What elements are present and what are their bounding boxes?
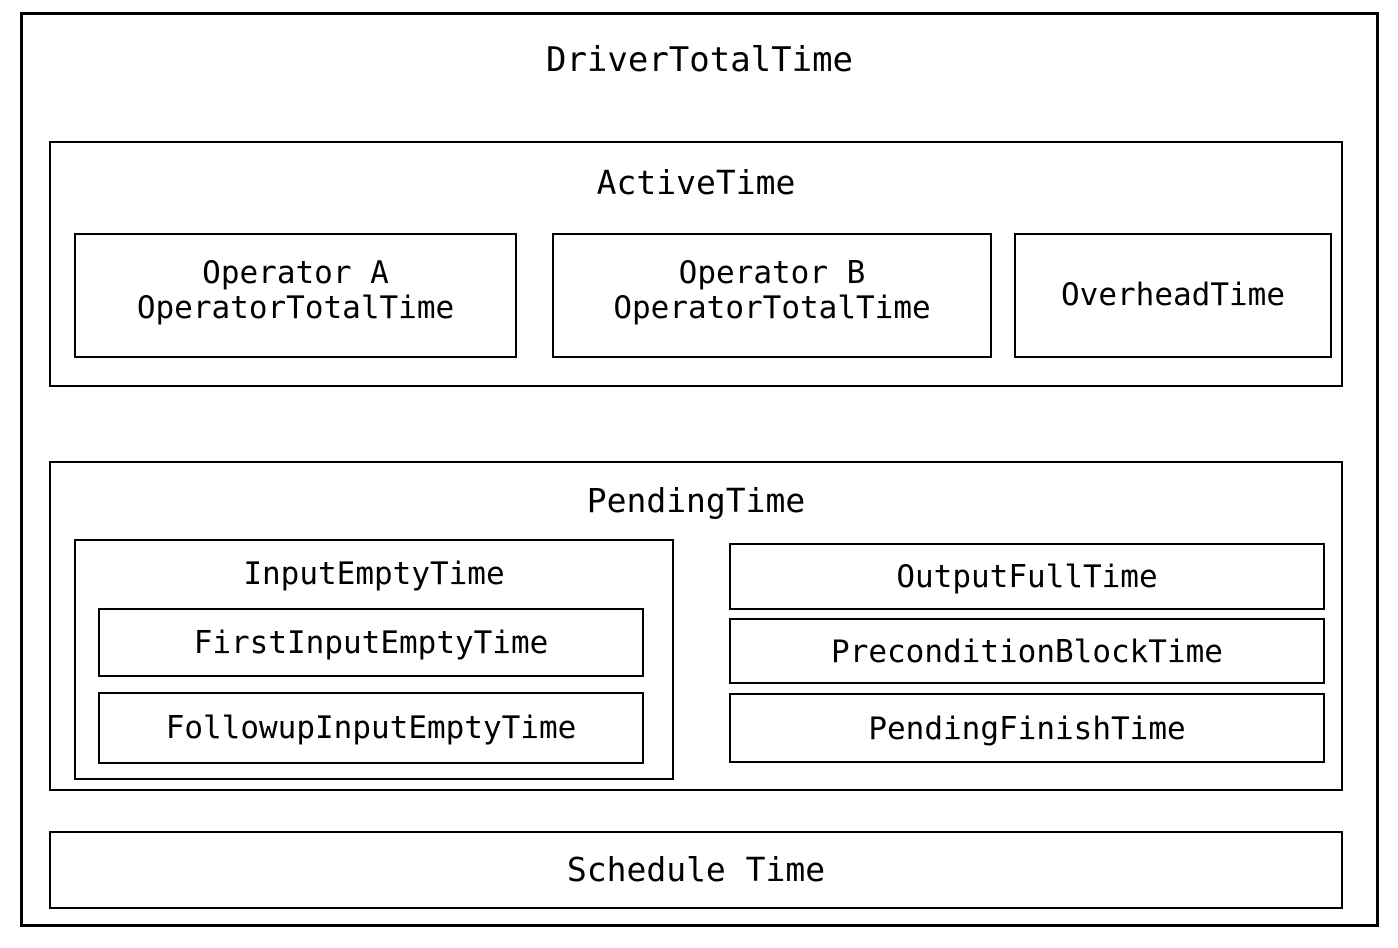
pending-finish-time-box: PendingFinishTime [729, 693, 1325, 763]
first-input-empty-time-label: FirstInputEmptyTime [193, 625, 549, 661]
active-time-container: ActiveTime Operator A OperatorTotalTime … [49, 141, 1343, 387]
output-full-time-label: OutputFullTime [896, 559, 1158, 595]
overhead-time-box: OverheadTime [1014, 233, 1332, 358]
schedule-time-box: Schedule Time [49, 831, 1343, 909]
output-full-time-box: OutputFullTime [729, 543, 1325, 610]
input-empty-time-container: InputEmptyTime FirstInputEmptyTime Follo… [74, 539, 674, 780]
input-empty-time-label: InputEmptyTime [243, 556, 505, 592]
driver-total-time-label: DriverTotalTime [545, 40, 854, 80]
pending-finish-time-label: PendingFinishTime [868, 711, 1186, 747]
followup-input-empty-time-label: FollowupInputEmptyTime [165, 710, 577, 746]
driver-total-time-container: DriverTotalTime ActiveTime Operator A Op… [20, 12, 1379, 927]
followup-input-empty-time-box: FollowupInputEmptyTime [98, 692, 644, 764]
schedule-time-label: Schedule Time [566, 850, 826, 889]
precondition-block-time-box: PreconditionBlockTime [729, 618, 1325, 684]
overhead-time-label: OverheadTime [1061, 277, 1285, 313]
operator-a-operator-total-time-box: Operator A OperatorTotalTime [74, 233, 517, 358]
pending-time-container: PendingTime InputEmptyTime FirstInputEmp… [49, 461, 1343, 791]
operator-a-operator-total-time-label: Operator A OperatorTotalTime [136, 255, 455, 326]
first-input-empty-time-box: FirstInputEmptyTime [98, 608, 644, 677]
precondition-block-time-label: PreconditionBlockTime [831, 634, 1223, 670]
operator-b-operator-total-time-box: Operator B OperatorTotalTime [552, 233, 992, 358]
active-time-label: ActiveTime [596, 163, 796, 202]
pending-time-label: PendingTime [586, 481, 806, 520]
operator-b-operator-total-time-label: Operator B OperatorTotalTime [613, 255, 931, 326]
